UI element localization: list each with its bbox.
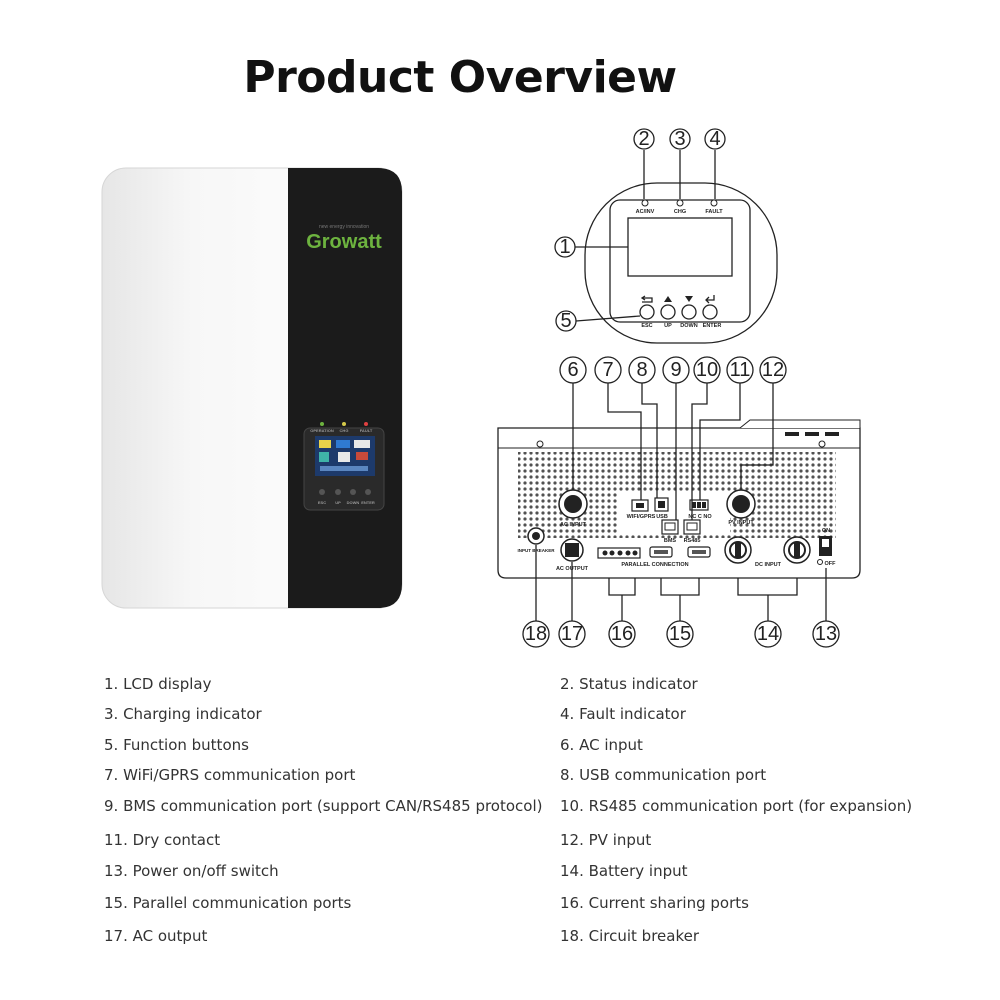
svg-text:UP: UP: [335, 500, 341, 505]
svg-text:RS485: RS485: [684, 538, 701, 544]
svg-text:15: 15: [669, 623, 691, 645]
legend-item: 12. PV input: [560, 831, 652, 849]
back-arrow-icon: [640, 295, 653, 303]
svg-text:NC C NO: NC C NO: [688, 514, 712, 520]
svg-text:17: 17: [561, 623, 583, 645]
callout-6: 6: [559, 356, 587, 384]
svg-text:7: 7: [602, 359, 613, 381]
svg-text:ENTER: ENTER: [361, 500, 375, 505]
up-button[interactable]: [660, 304, 676, 320]
charging-indicator-led: [676, 199, 684, 207]
callout-7: 7: [594, 356, 622, 384]
connection-diagram: AC/INV CHG FAULT ESC UP DOWN ENTER: [497, 128, 861, 648]
down-button[interactable]: [681, 304, 697, 320]
legend-item: 1. LCD display: [104, 675, 212, 693]
svg-text:ESC: ESC: [318, 500, 326, 505]
svg-text:BMS: BMS: [664, 538, 677, 544]
svg-text:DC INPUT: DC INPUT: [755, 562, 782, 568]
svg-text:10: 10: [696, 359, 718, 381]
svg-text:USB: USB: [656, 514, 668, 520]
callout-10: 10: [693, 356, 721, 384]
callout-1: 1: [554, 236, 576, 258]
legend-item: 4. Fault indicator: [560, 705, 686, 723]
legend-item: 3. Charging indicator: [104, 705, 262, 723]
svg-text:FAULT: FAULT: [360, 428, 373, 433]
page-title: Product Overview: [243, 52, 677, 103]
svg-text:OPERATION: OPERATION: [310, 428, 334, 433]
esc-button[interactable]: [639, 304, 655, 320]
legend-item: 10. RS485 communication port (for expans…: [560, 797, 913, 815]
svg-text:WIFI/GPRS: WIFI/GPRS: [627, 514, 656, 520]
svg-text:18: 18: [525, 623, 547, 645]
legend-item: 11. Dry contact: [104, 831, 221, 849]
logo-tagline: new energy innovation: [319, 224, 369, 230]
svg-text:FAULT: FAULT: [705, 209, 723, 215]
svg-text:1: 1: [559, 236, 570, 258]
svg-text:ESC: ESC: [641, 323, 652, 329]
callout-11: 11: [726, 356, 754, 384]
status-indicator-led: [641, 199, 649, 207]
svg-text:16: 16: [611, 623, 633, 645]
callout-14: 14: [754, 620, 782, 648]
legend-item: 18. Circuit breaker: [560, 927, 699, 945]
legend-item: 5. Function buttons: [104, 736, 249, 754]
svg-text:6: 6: [567, 359, 578, 381]
svg-text:DOWN: DOWN: [347, 500, 360, 505]
callout-4: 4: [704, 128, 726, 150]
enter-button[interactable]: [702, 304, 718, 320]
svg-text:CHG: CHG: [340, 428, 349, 433]
svg-text:ON: ON: [822, 528, 830, 534]
front-panel-detail: AC/INV CHG FAULT ESC UP DOWN ENTER: [584, 182, 778, 344]
svg-text:4: 4: [709, 128, 720, 150]
legend-item: 7. WiFi/GPRS communication port: [104, 766, 356, 784]
up-arrow-icon: [664, 296, 672, 302]
legend-item: 8. USB communication port: [560, 766, 767, 784]
enter-arrow-icon: [705, 295, 715, 304]
legend-item: 2. Status indicator: [560, 675, 698, 693]
svg-text:11: 11: [730, 359, 751, 381]
svg-text:CHG: CHG: [674, 209, 686, 215]
legend-item: 16. Current sharing ports: [560, 894, 749, 912]
lcd-display: [627, 217, 733, 277]
callout-3: 3: [669, 128, 691, 150]
svg-text:2: 2: [638, 128, 649, 150]
inverter-front-illustration: Growatt new energy innovation OPERATION …: [101, 167, 403, 609]
legend-item: 6. AC input: [560, 736, 643, 754]
callout-13: 13: [812, 620, 840, 648]
callout-2: 2: [633, 128, 655, 150]
fault-indicator-led: [710, 199, 718, 207]
callout-9: 9: [662, 356, 690, 384]
callout-5: 5: [555, 310, 577, 332]
svg-text:ENTER: ENTER: [703, 323, 722, 329]
svg-text:DOWN: DOWN: [680, 323, 697, 329]
svg-text:PV INPUT: PV INPUT: [728, 520, 754, 526]
callout-16: 16: [608, 620, 636, 648]
bottom-view-drawing: AC INPUT WIFI/GPRS USB NC C NO BMS RS485…: [497, 419, 861, 579]
svg-text:9: 9: [670, 359, 681, 381]
legend-item: 15. Parallel communication ports: [104, 894, 352, 912]
svg-text:13: 13: [815, 623, 837, 645]
svg-text:OFF: OFF: [825, 561, 837, 567]
svg-text:3: 3: [674, 128, 685, 150]
svg-text:PARALLEL CONNECTION: PARALLEL CONNECTION: [621, 562, 688, 568]
callout-18: 18: [522, 620, 550, 648]
svg-text:5: 5: [560, 310, 571, 332]
callout-17: 17: [558, 620, 586, 648]
callout-15: 15: [666, 620, 694, 648]
svg-text:14: 14: [757, 623, 779, 645]
legend-item: 14. Battery input: [560, 862, 688, 880]
down-arrow-icon: [685, 296, 693, 302]
callout-12: 12: [759, 356, 787, 384]
legend-item: 17. AC output: [104, 927, 208, 945]
svg-text:AC/INV: AC/INV: [636, 209, 655, 215]
legend-item: 13. Power on/off switch: [104, 862, 279, 880]
svg-text:12: 12: [762, 359, 784, 381]
legend-item: 9. BMS communication port (support CAN/R…: [104, 797, 543, 815]
svg-text:8: 8: [636, 359, 647, 381]
svg-text:UP: UP: [664, 323, 672, 329]
svg-text:AC INPUT: AC INPUT: [560, 522, 587, 528]
growatt-logo: Growatt: [306, 231, 382, 253]
callout-8: 8: [628, 356, 656, 384]
